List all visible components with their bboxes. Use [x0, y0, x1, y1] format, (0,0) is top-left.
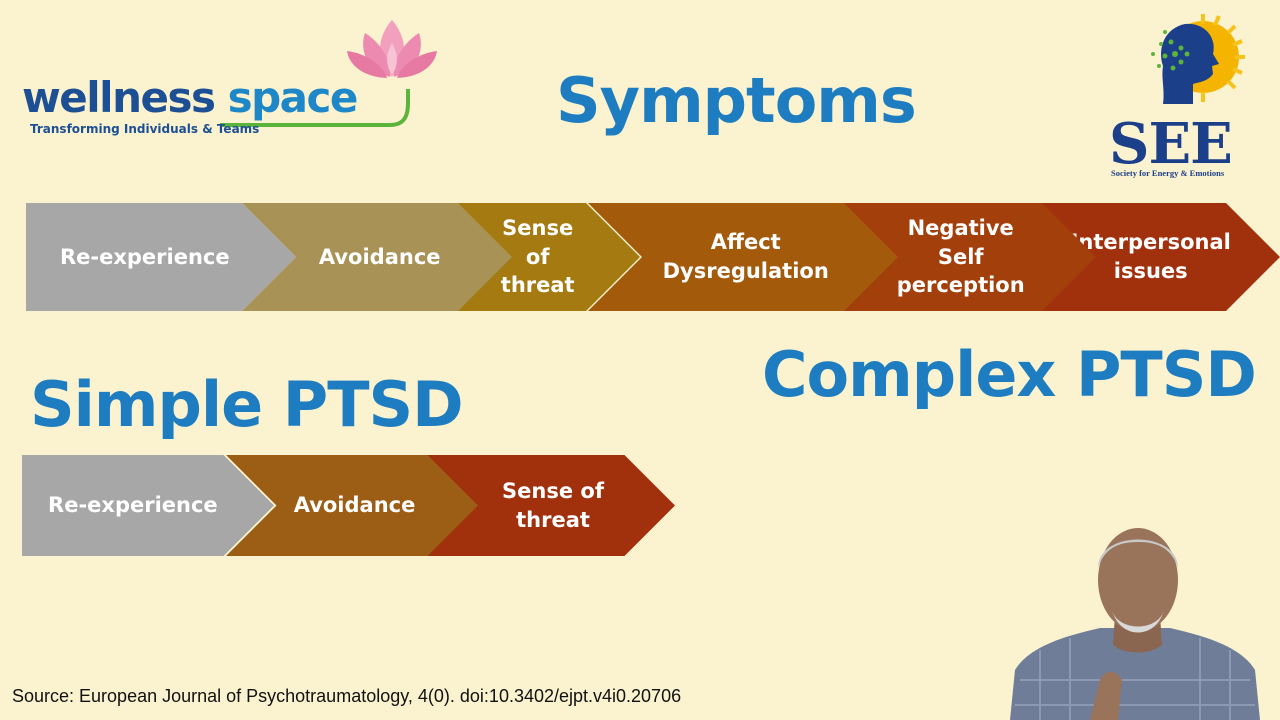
lotus-icon	[347, 20, 437, 78]
complex-step-1: Re-experience	[26, 203, 296, 311]
sun-head-emblem-icon	[1151, 14, 1245, 105]
simple-step-1: Re-experience	[22, 455, 274, 556]
presenter-video	[1010, 528, 1260, 720]
complex-step-label: Sense of threat	[500, 215, 575, 298]
see-tagline: Society for Energy & Emotions	[1111, 168, 1225, 178]
brand-name: wellness space	[22, 73, 358, 122]
simple-ptsd-heading: Simple PTSD	[30, 368, 464, 441]
complex-step-2: Avoidance	[242, 203, 512, 311]
see-logo: SEE Society for Energy & Emotions	[1105, 12, 1275, 182]
slide-title: Symptoms	[556, 64, 917, 137]
see-wordmark: SEE	[1109, 111, 1233, 177]
source-citation: Source: European Journal of Psychotrauma…	[12, 686, 682, 706]
complex-step-label: Re-experience	[59, 244, 230, 269]
simple-step-label: Re-experience	[48, 493, 218, 518]
brand-tagline: Transforming Individuals & Teams	[30, 122, 260, 136]
complex-ptsd-process: Re-experience Avoidance Sense of threat Aff…	[26, 203, 1280, 311]
complex-step-label: Negative Self perception	[896, 215, 1025, 298]
green-swoosh-icon	[220, 89, 410, 127]
simple-step-label: Sense of threat	[502, 478, 604, 532]
complex-step-label: Interpersonal issues	[1070, 230, 1231, 283]
complex-step-label: Avoidance	[318, 244, 441, 269]
complex-step-label: Affect Dysregulation	[662, 230, 829, 283]
simple-step-label: Avoidance	[293, 493, 416, 518]
complex-ptsd-heading: Complex PTSD	[762, 338, 1257, 411]
wellness-space-logo: wellness space Transforming Individuals …	[20, 15, 440, 135]
simple-ptsd-process: Re-experience Avoidance Sense of threat	[22, 455, 675, 556]
